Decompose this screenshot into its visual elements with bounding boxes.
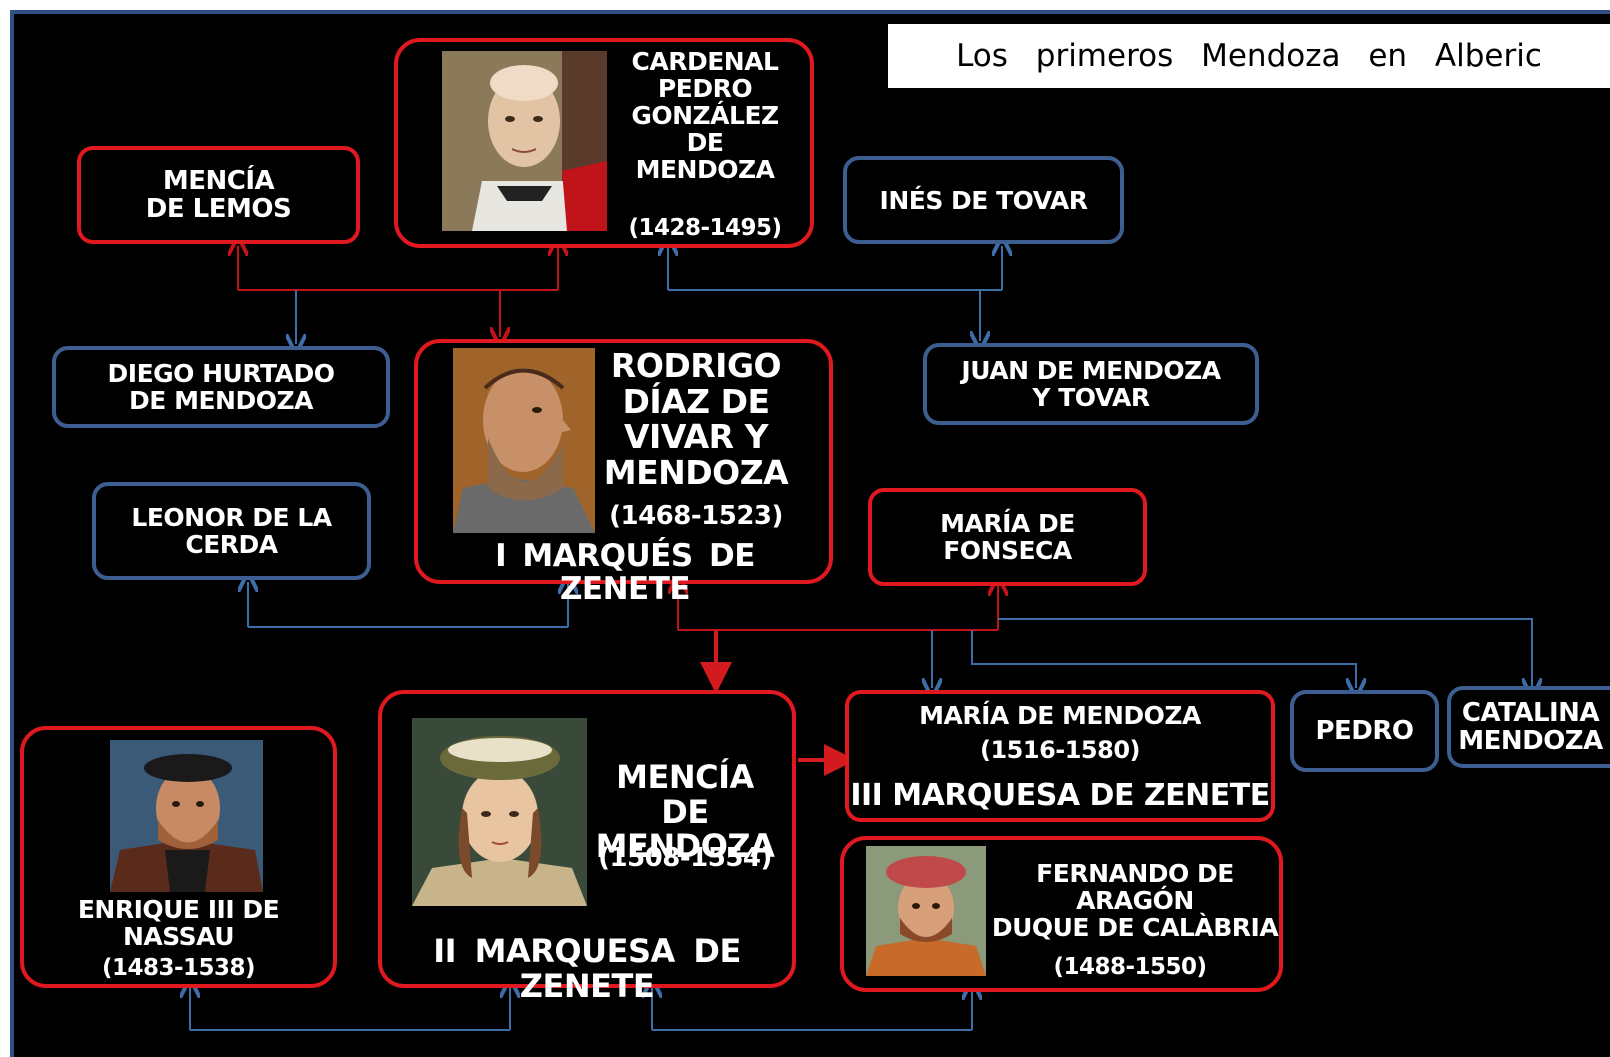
title-banner: Los primeros Mendoza en Alberic (888, 24, 1610, 88)
person-pedro: PEDRO (1290, 690, 1439, 772)
person-leonor-de-la-cerda: LEONOR DE LA CERDA (92, 482, 371, 580)
person-maria-de-fonseca: MARÍA DE FONSECA (868, 488, 1147, 586)
mencia-dates: (1508-1554) (598, 843, 772, 873)
maria-mendoza-name: MARÍA DE MENDOZA (919, 701, 1201, 730)
fernando-portrait (866, 846, 986, 976)
person-name: MARÍA DE FONSECA (940, 509, 1075, 565)
link-mencia-fernando (652, 988, 972, 1031)
link-rodrigo-fonseca (678, 584, 998, 631)
rodrigo-name: RODRIGO DÍAZ DE VIVAR Y MENDOZA (603, 346, 789, 492)
person-name: DIEGO HURTADO DE MENDOZA (107, 359, 335, 415)
enrique-portrait (110, 740, 263, 892)
person-name: LEONOR DE LA CERDA (131, 503, 332, 559)
fernando-name: FERNANDO DE ARAGÓN DUQUE DE CALÀBRIA (991, 859, 1279, 942)
mencia-portrait (412, 718, 587, 906)
mencia-name: MENCÍA DE MENDOZA (595, 758, 775, 866)
cardenal-dates: (1428-1495) (628, 215, 782, 241)
mencia-title: II MARQUESA DE ZENETE (433, 932, 741, 1005)
enrique-dates: (1483-1538) (101, 955, 256, 981)
cardenal-portrait (442, 51, 607, 231)
cardenal-name: CARDENAL PEDRO GONZÁLEZ DE MENDOZA (631, 47, 779, 184)
diagram-title: Los primeros Mendoza en Alberic (956, 38, 1542, 74)
link-diego-hurtado-marriage (238, 246, 558, 337)
maria-mendoza-dates: (1516-1580) (980, 736, 1141, 764)
person-diego-hurtado-de-mendoza: DIEGO HURTADO DE MENDOZA (52, 346, 390, 428)
fernando-dates: (1488-1550) (1053, 954, 1207, 980)
person-name: INÉS DE TOVAR (879, 185, 1088, 215)
maria-mendoza-title: III MARQUESA DE ZENETE (850, 778, 1270, 813)
person-maria-de-mendoza (845, 690, 1275, 822)
link-cardenal-ines (668, 246, 1002, 341)
person-ines-de-tovar: INÉS DE TOVAR (843, 156, 1124, 244)
rodrigo-dates: (1468-1523) (609, 501, 783, 531)
person-name: PEDRO (1315, 715, 1414, 746)
person-name: JUAN DE MENDOZA Y TOVAR (961, 356, 1221, 412)
link-leonor-rodrigo (248, 582, 568, 628)
rodrigo-title: I MARQUÉS DE ZENETE (495, 538, 755, 608)
person-mencia-de-lemos: MENCÍA DE LEMOS (77, 146, 360, 244)
person-juan-de-mendoza-y-tovar: JUAN DE MENDOZA Y TOVAR (923, 343, 1259, 425)
link-enrique-mencia (190, 988, 510, 1031)
person-name: CATALINA MENDOZA (1458, 697, 1603, 756)
person-catalina-mendoza: CATALINA MENDOZA (1447, 686, 1610, 768)
person-name: MENCÍA DE LEMOS (145, 165, 292, 224)
rodrigo-portrait (453, 348, 595, 533)
link-children (932, 618, 1532, 688)
enrique-name: ENRIQUE III DE NASSAU (77, 895, 280, 951)
